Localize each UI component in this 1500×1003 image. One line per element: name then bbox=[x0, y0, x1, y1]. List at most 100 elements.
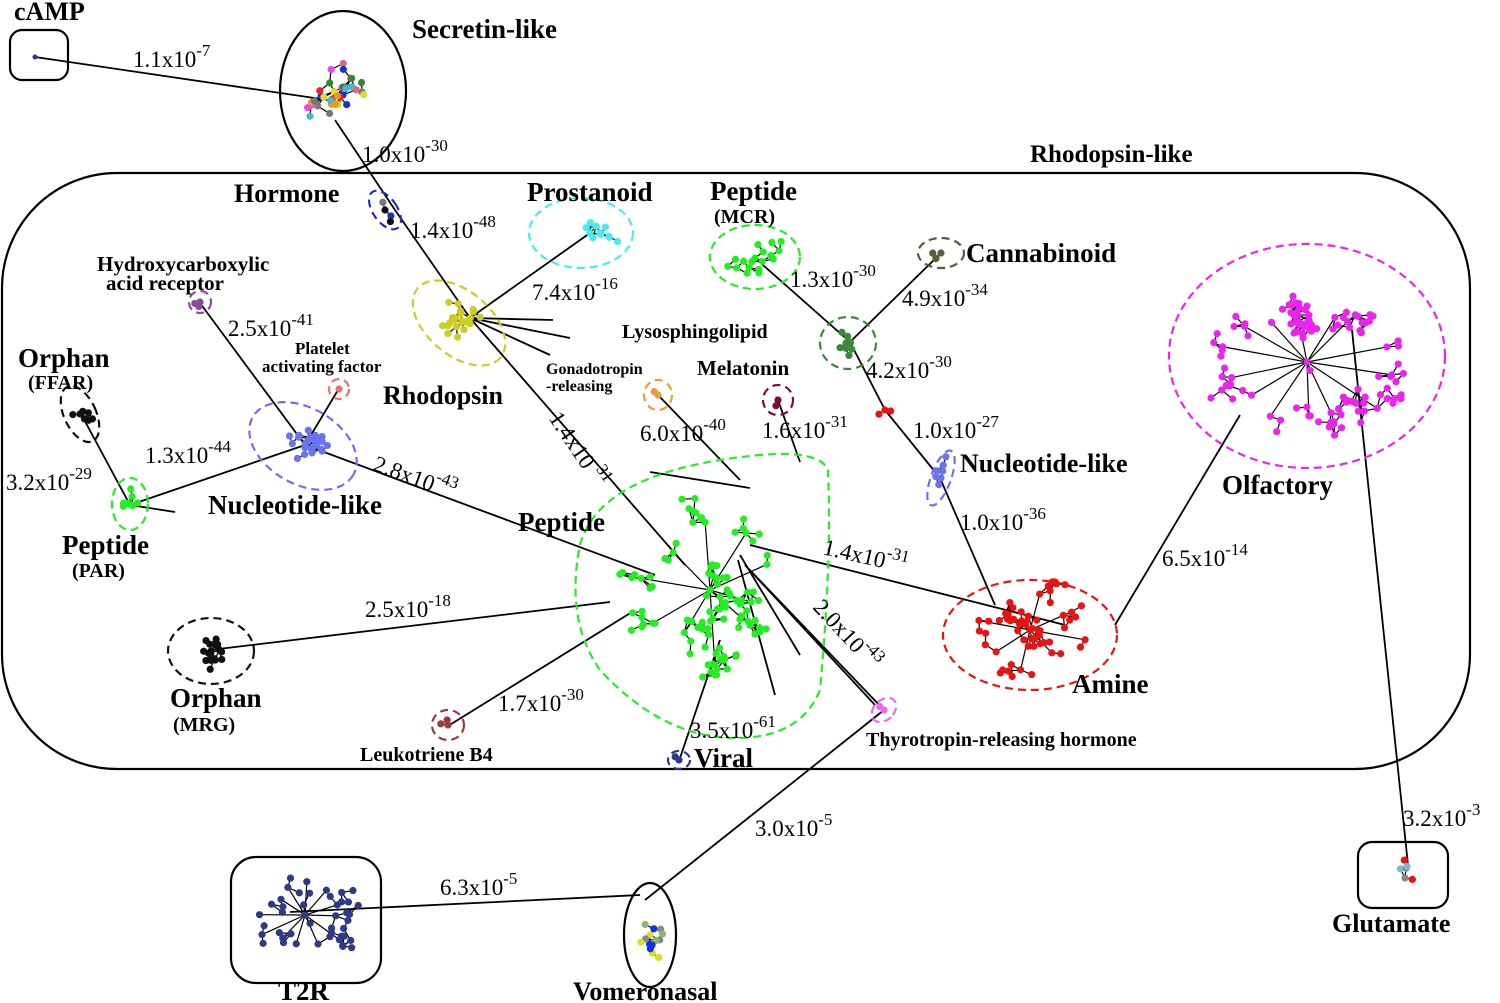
t2r-tree-node bbox=[344, 898, 353, 906]
label-amine: Amine bbox=[1072, 669, 1149, 699]
olfactory-tree-node bbox=[1301, 306, 1309, 314]
rhodopsin-tree-node bbox=[438, 322, 447, 330]
amine-tree-node bbox=[1061, 581, 1069, 589]
mcr-lyso-edge bbox=[754, 257, 851, 343]
edge-label-exponent: -3 bbox=[1466, 800, 1480, 819]
secretin-tree-node bbox=[352, 86, 360, 94]
t2r-tree-node bbox=[347, 936, 355, 945]
olfactory-tree-node bbox=[1394, 337, 1402, 345]
peptide-main-tree-branch bbox=[641, 577, 711, 591]
olfactory-tree-branch bbox=[1244, 325, 1308, 363]
amine-tree-node bbox=[1057, 650, 1065, 658]
edge-label-cannabinoid-lyso: 4.9x10-34 bbox=[902, 280, 988, 311]
peptide-main-tree-node bbox=[704, 631, 713, 639]
edge-label-nucleotide-peptide: 2.8x10-43 bbox=[370, 446, 461, 505]
peptide-main-halo bbox=[574, 452, 831, 740]
peptide-main-tree-node bbox=[754, 596, 763, 605]
t2r-tree-node bbox=[322, 886, 331, 894]
label-hydroxy-1: Hydroxycarboxylic bbox=[97, 252, 269, 276]
melatonin-tree-node bbox=[774, 396, 782, 404]
edge-label-red-nucleotide: 1.0x10-27 bbox=[913, 412, 999, 443]
orphan-ffar-tree bbox=[69, 407, 97, 424]
peptide-main-tree-node bbox=[669, 548, 677, 557]
olfactory-tree-node bbox=[1241, 320, 1249, 328]
hormone-rhodopsin-edge bbox=[394, 209, 471, 319]
olfactory-tree-branch bbox=[1306, 317, 1336, 363]
edge-label-peptide-thyro: 2.0x10-43 bbox=[808, 590, 889, 674]
t2r-tree-node bbox=[344, 916, 352, 925]
edge-label-mantissa: 3.2x10 bbox=[1403, 806, 1466, 831]
peptide-par-tree-node bbox=[129, 502, 137, 510]
amine-tree-node bbox=[1066, 616, 1074, 624]
peptide-main-tree-node bbox=[725, 589, 734, 598]
peptide-par-halo bbox=[110, 476, 150, 532]
olfactory-tree-node bbox=[1220, 364, 1229, 372]
amine-tree-node bbox=[1015, 620, 1024, 628]
nucleotide-right-tree-node bbox=[939, 461, 947, 469]
olfactory-tree-node bbox=[1383, 343, 1391, 351]
amine-halo bbox=[941, 578, 1119, 692]
label-hydroxy-2: acid receptor bbox=[106, 271, 224, 295]
olfactory-tree-node bbox=[1326, 419, 1335, 427]
edge-label-mantissa: 1.6x10 bbox=[762, 418, 825, 443]
orphan-ffar-tree-node bbox=[69, 410, 77, 419]
peptide-main-tree-node bbox=[661, 554, 669, 563]
amine-tree-branch bbox=[1019, 629, 1031, 671]
prostanoid-tree-node bbox=[592, 222, 600, 230]
olfactory-tree-node bbox=[1273, 428, 1281, 436]
leukotriene-tree-node bbox=[443, 716, 451, 724]
olfactory-tree-node bbox=[1300, 320, 1308, 328]
nucleotide-left-tree bbox=[285, 426, 331, 463]
t2r-tree-node bbox=[300, 901, 308, 909]
peptide-main-tree-node bbox=[716, 593, 724, 601]
t2r-tree-node bbox=[306, 919, 314, 927]
edge-label-exponent: -40 bbox=[703, 415, 726, 434]
amine-tree-node bbox=[985, 617, 993, 625]
edge-label-par-nucleotide: 1.3x10-44 bbox=[145, 437, 231, 468]
olfactory-tree-node bbox=[1351, 311, 1359, 319]
peptide-main-tree-node bbox=[686, 650, 694, 658]
label-orphan-mrg-sub: (MRG) bbox=[173, 714, 235, 736]
amine-tree-node bbox=[1081, 636, 1089, 644]
glutamate-tree-node bbox=[1396, 865, 1405, 873]
olfactory-tree-node bbox=[1247, 391, 1256, 399]
peptide-main-tree-node bbox=[749, 588, 757, 596]
orphan-ffar-tree-node bbox=[84, 409, 92, 417]
ffar-par-edge bbox=[79, 411, 131, 506]
t2r-tree-node bbox=[259, 939, 267, 947]
peptide-main-tree-node bbox=[743, 607, 751, 615]
peptide-mcr-tree-node bbox=[731, 255, 740, 263]
secretin-tree-node bbox=[342, 84, 350, 93]
edge-label-mantissa: 6.3x10 bbox=[440, 875, 503, 900]
amine-tree-node bbox=[1016, 666, 1025, 674]
edge-label-melatonin-peptide: 1.6x10-31 bbox=[762, 412, 848, 443]
secretin-tree-node bbox=[333, 92, 341, 100]
secretin-tree-node bbox=[303, 104, 312, 112]
olfactory-tree-node bbox=[1314, 418, 1323, 426]
mrg-peptide-edge bbox=[209, 601, 611, 651]
olfactory-tree-node bbox=[1366, 311, 1374, 319]
rhodopsin-halo bbox=[411, 279, 507, 367]
olfactory-tree-node bbox=[1339, 313, 1348, 322]
amine-tree-node bbox=[1051, 578, 1059, 586]
edge-label-exponent: -30 bbox=[561, 685, 584, 704]
orphan-mrg-tree-node bbox=[218, 655, 226, 664]
peptide-main-tree-node bbox=[707, 617, 715, 625]
peptide-main-tree-node bbox=[651, 619, 659, 627]
amine-tree-node bbox=[1024, 642, 1032, 650]
t2r-tree-branch bbox=[295, 914, 306, 944]
t2r-tree-node bbox=[305, 889, 314, 897]
hormone-halo bbox=[367, 189, 403, 231]
olfactory-tree-node bbox=[1327, 409, 1335, 417]
t2r-tree-node bbox=[292, 940, 300, 948]
amine-tree-node bbox=[1030, 642, 1038, 650]
amine-tree-node bbox=[1022, 620, 1030, 628]
peptide-main-tree-node bbox=[744, 617, 752, 625]
t2r-tree-node bbox=[279, 903, 287, 911]
leukotriene-tree-node bbox=[437, 720, 445, 728]
rhodopsin-tree-node bbox=[445, 298, 453, 306]
lyso-tree-node bbox=[848, 345, 856, 353]
secretin-tree-node bbox=[357, 78, 366, 87]
edge-label-gonad-peptide: 6.0x10-40 bbox=[640, 415, 726, 446]
